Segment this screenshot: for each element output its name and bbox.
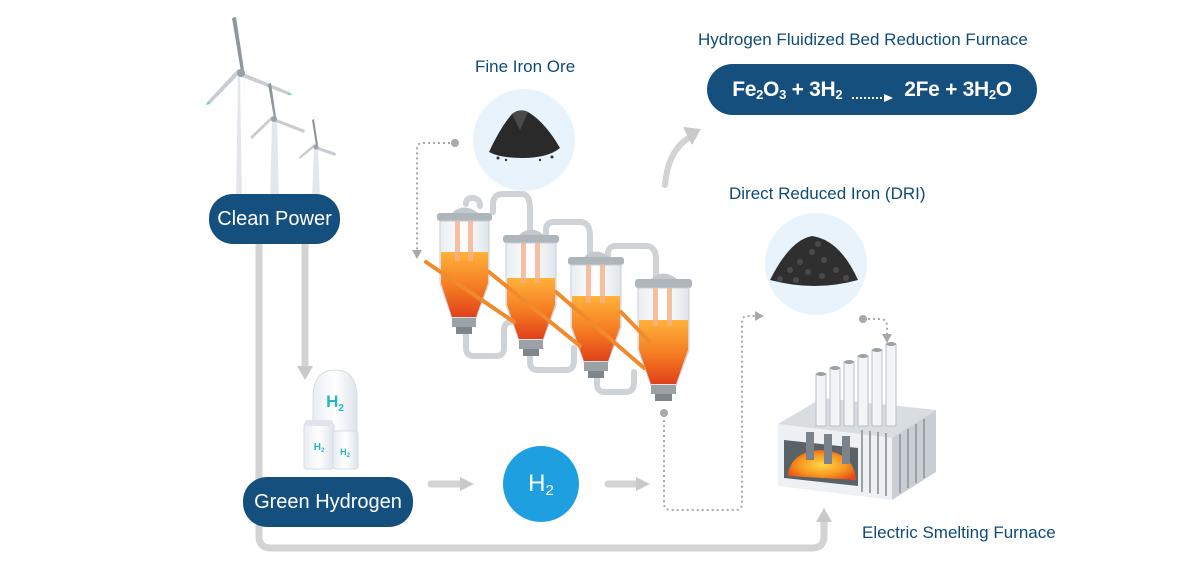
dri-label: Direct Reduced Iron (DRI) bbox=[729, 184, 926, 203]
eq-plus-h: + 3H bbox=[786, 77, 836, 101]
hydrogen-tank-icon: H2 H2 H2 bbox=[303, 369, 359, 470]
eq-products-a: 2Fe + 3H bbox=[904, 77, 989, 101]
eq-fe: Fe bbox=[732, 77, 757, 101]
h2-subscript: 2 bbox=[545, 481, 554, 499]
svg-text:H2: H2 bbox=[340, 447, 351, 459]
h2-element: H bbox=[528, 470, 546, 497]
flow-lines bbox=[255, 134, 828, 552]
electric-furnace-icon bbox=[778, 342, 936, 500]
eq-products-b: O bbox=[995, 77, 1012, 101]
electric-smelting-label: Electric Smelting Furnace bbox=[862, 523, 1056, 542]
svg-text:H2: H2 bbox=[314, 442, 325, 454]
iron-ore-pile-icon bbox=[473, 89, 575, 191]
eq-o: O bbox=[763, 77, 780, 101]
wind-turbine-icon bbox=[206, 17, 336, 200]
fluidized-bed-reactor-icon bbox=[424, 191, 692, 401]
clean-power-pill: Clean Power bbox=[209, 194, 340, 244]
furnace-title: Hydrogen Fluidized Bed Reduction Furnace bbox=[698, 30, 1028, 49]
eq-o-sub: 3 bbox=[779, 87, 787, 102]
eq-h-sub: 2 bbox=[835, 87, 843, 102]
dri-pellets-icon bbox=[765, 213, 867, 315]
green-hydrogen-label: Green Hydrogen bbox=[254, 490, 402, 513]
eq-products-sub: 2 bbox=[988, 87, 996, 102]
dotted-connectors bbox=[416, 142, 888, 511]
reaction-arrow-icon bbox=[852, 85, 894, 102]
green-hydrogen-pill: Green Hydrogen bbox=[243, 477, 413, 527]
eq-fe-sub: 2 bbox=[756, 87, 764, 102]
fine-iron-ore-label: Fine Iron Ore bbox=[475, 57, 576, 76]
connector-dots bbox=[412, 139, 892, 417]
flow-arrowheads bbox=[297, 127, 832, 522]
clean-power-label: Clean Power bbox=[217, 207, 332, 230]
